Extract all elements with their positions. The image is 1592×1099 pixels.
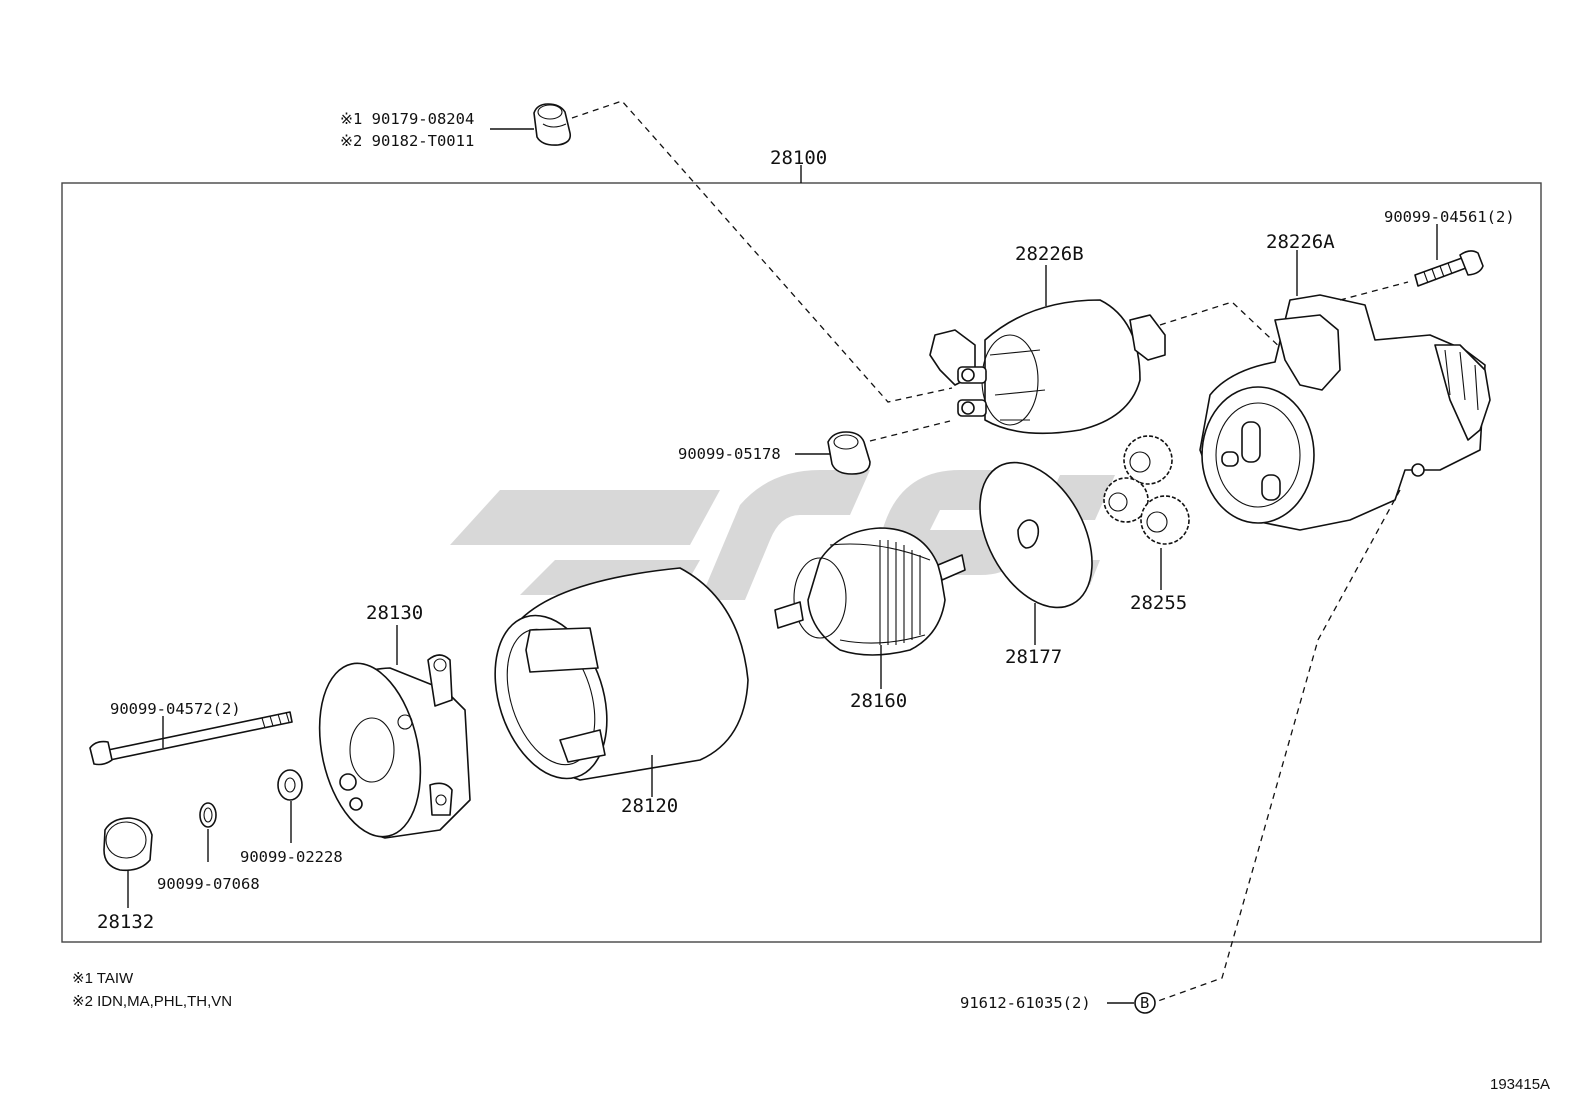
image-code: 193415A — [1490, 1076, 1550, 1093]
through-bolt — [89, 711, 293, 766]
label-assembly: 28100 — [770, 147, 827, 169]
label-nut-a: ※1 90179-08204 — [340, 110, 474, 128]
note-2: ※2 IDN,MA,PHL,TH,VN — [72, 993, 232, 1010]
label-e-ring: 90099-07068 — [157, 875, 260, 893]
solenoid — [929, 299, 1166, 435]
label-yoke: 28120 — [621, 795, 678, 817]
nut-mid — [827, 431, 871, 475]
washer — [277, 769, 303, 801]
cap — [103, 817, 153, 872]
ref-b-letter: B — [1140, 994, 1149, 1012]
label-cap: 28132 — [97, 911, 154, 933]
note-1: ※1 TAIW — [72, 970, 134, 987]
bolt-top-right — [1414, 250, 1484, 287]
label-housing: 28226A — [1266, 231, 1335, 253]
label-washer: 90099-02228 — [240, 848, 343, 866]
label-armature: 28160 — [850, 690, 907, 712]
plate — [979, 461, 1093, 609]
yoke — [494, 567, 749, 781]
label-nut-b: ※2 90182-T0011 — [340, 132, 474, 150]
label-screw-bottom: 91612-61035(2) — [960, 994, 1091, 1012]
label-through-bolt: 90099-04572(2) — [110, 700, 241, 718]
gear-set — [1103, 435, 1190, 545]
nut-top-left — [533, 103, 572, 146]
label-solenoid: 28226B — [1015, 243, 1084, 265]
label-plate: 28177 — [1005, 646, 1062, 668]
e-ring — [199, 802, 217, 828]
label-end-frame: 28130 — [366, 602, 423, 624]
label-gear-set: 28255 — [1130, 592, 1187, 614]
label-nut-mid: 90099-05178 — [678, 445, 781, 463]
end-frame — [318, 654, 471, 839]
starter-housing — [1199, 294, 1491, 531]
armature — [774, 527, 966, 656]
ref-b-marker — [1134, 992, 1156, 1014]
label-bolt-top-right: 90099-04561(2) — [1384, 208, 1515, 226]
